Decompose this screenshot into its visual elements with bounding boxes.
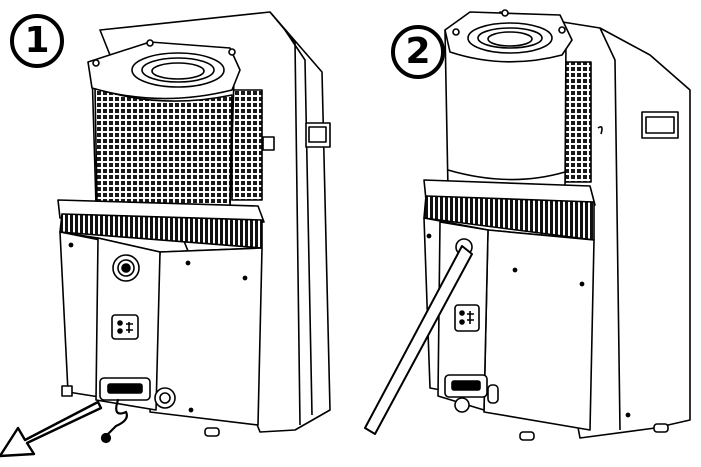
unit-2 bbox=[423, 9, 691, 441]
outlet-icon bbox=[111, 314, 139, 340]
side-grille-1 bbox=[231, 89, 263, 201]
out-arrow-icon bbox=[0, 400, 103, 458]
side-grille-2 bbox=[564, 61, 592, 183]
outlet-icon-2 bbox=[454, 304, 480, 332]
filter-mesh-1 bbox=[94, 87, 233, 217]
step-2-number: 2 bbox=[405, 31, 431, 72]
drain-hose-icon bbox=[100, 398, 128, 444]
step-1-badge: 1 bbox=[10, 14, 64, 68]
drain-rod-icon bbox=[364, 238, 473, 435]
step-2-badge: 2 bbox=[391, 25, 445, 79]
unit-1 bbox=[57, 11, 331, 437]
step-1-number: 1 bbox=[24, 20, 50, 61]
